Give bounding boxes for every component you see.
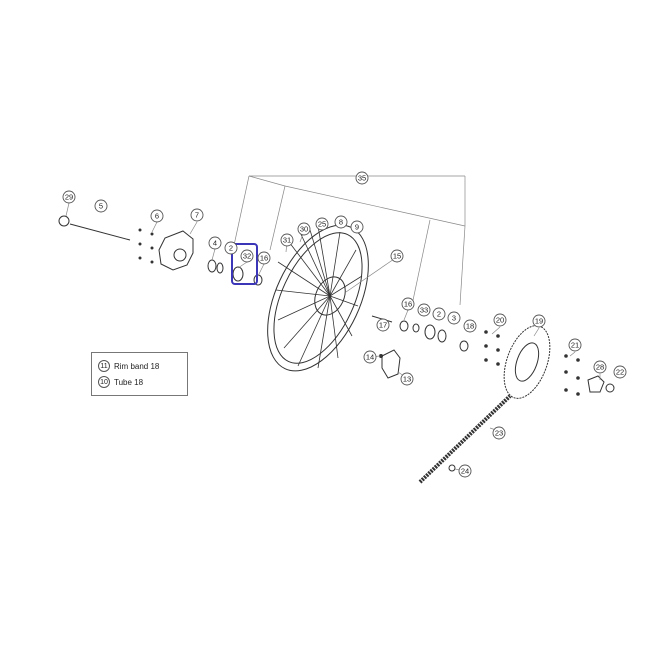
callout-31: 31 xyxy=(280,233,294,247)
svg-text:16: 16 xyxy=(260,254,268,263)
svg-text:14: 14 xyxy=(366,353,374,362)
callout-14: 14 xyxy=(363,350,377,364)
disc-bolts xyxy=(138,228,154,264)
svg-text:15: 15 xyxy=(393,252,401,261)
callout-6: 6 xyxy=(150,209,164,223)
callout-15: 15 xyxy=(390,249,404,263)
callout-24: 24 xyxy=(458,464,472,478)
svg-text:28: 28 xyxy=(596,363,604,372)
svg-text:18: 18 xyxy=(466,322,474,331)
callout-28: 28 xyxy=(593,360,607,374)
leader-lines xyxy=(65,202,601,472)
legend-item-rim-band: 11 Rim band 18 xyxy=(98,359,159,373)
svg-text:35: 35 xyxy=(358,174,366,183)
svg-text:8: 8 xyxy=(339,218,343,227)
svg-text:19: 19 xyxy=(535,317,543,326)
callout-21: 21 xyxy=(568,338,582,352)
right-spacers xyxy=(399,320,469,352)
callout-35: 35 xyxy=(355,171,369,185)
callout-30: 30 xyxy=(297,222,311,236)
legend-number: 10 xyxy=(98,376,110,388)
callout-7: 7 xyxy=(190,208,204,222)
callout-16-right: 16 xyxy=(401,297,415,311)
chain-guide xyxy=(379,349,401,379)
chain-link xyxy=(448,464,456,472)
callout-25: 25 xyxy=(315,217,329,231)
callout-16-left: 16 xyxy=(257,251,271,265)
callout-18: 18 xyxy=(463,319,477,333)
svg-text:33: 33 xyxy=(420,306,428,315)
callout-22: 22 xyxy=(613,365,627,379)
svg-text:24: 24 xyxy=(461,467,469,476)
svg-text:13: 13 xyxy=(403,375,411,384)
legend-item-tube: 10 Tube 18 xyxy=(98,375,143,389)
svg-text:9: 9 xyxy=(355,223,359,232)
sprocket xyxy=(503,325,551,399)
callout-19: 19 xyxy=(532,314,546,328)
chain-adjuster xyxy=(587,375,615,393)
left-spacers xyxy=(207,259,263,286)
callout-13: 13 xyxy=(400,372,414,386)
callout-8: 8 xyxy=(334,215,348,229)
chain xyxy=(418,394,512,484)
callout-5: 5 xyxy=(94,199,108,213)
svg-text:17: 17 xyxy=(379,321,387,330)
bracket-35 xyxy=(232,175,466,306)
svg-text:32: 32 xyxy=(243,252,251,261)
legend-number: 11 xyxy=(98,360,110,372)
svg-text:5: 5 xyxy=(99,202,103,211)
legend-label: Rim band 18 xyxy=(114,361,160,371)
rear-wheel xyxy=(267,224,369,372)
callout-32[interactable]: 32 xyxy=(240,249,254,263)
legend-box: 11 Rim band 18 10 Tube 18 xyxy=(91,352,188,396)
svg-text:21: 21 xyxy=(571,341,579,350)
svg-text:7: 7 xyxy=(195,211,199,220)
svg-text:29: 29 xyxy=(65,193,73,202)
svg-text:22: 22 xyxy=(616,368,624,377)
svg-text:6: 6 xyxy=(155,212,159,221)
sprocket-bolts xyxy=(484,330,580,396)
svg-text:30: 30 xyxy=(300,225,308,234)
svg-text:25: 25 xyxy=(318,220,326,229)
axle xyxy=(58,215,131,241)
svg-text:2: 2 xyxy=(229,244,233,253)
callout-9: 9 xyxy=(350,220,364,234)
callout-3: 3 xyxy=(447,311,461,325)
svg-text:2: 2 xyxy=(437,310,441,319)
svg-text:3: 3 xyxy=(452,314,456,323)
brake-disc xyxy=(158,230,194,271)
callout-4: 4 xyxy=(208,236,222,250)
legend-label: Tube 18 xyxy=(114,377,144,387)
callout-2: 2 xyxy=(432,307,446,321)
svg-text:16: 16 xyxy=(404,300,412,309)
svg-text:4: 4 xyxy=(213,239,217,248)
callout-29: 29 xyxy=(62,190,76,204)
svg-text:20: 20 xyxy=(496,316,504,325)
callout-labels: 29 5 6 7 4 2 32 16 31 30 25 8 9 35 15 17… xyxy=(62,171,627,478)
callout-23: 23 xyxy=(492,426,506,440)
callout-33: 33 xyxy=(417,303,431,317)
callout-20: 20 xyxy=(493,313,507,327)
callout-17: 17 xyxy=(376,318,390,332)
svg-text:23: 23 xyxy=(495,429,503,438)
highlight-box[interactable] xyxy=(231,243,258,285)
callout-2-left: 2 xyxy=(224,241,238,255)
svg-text:31: 31 xyxy=(283,236,291,245)
